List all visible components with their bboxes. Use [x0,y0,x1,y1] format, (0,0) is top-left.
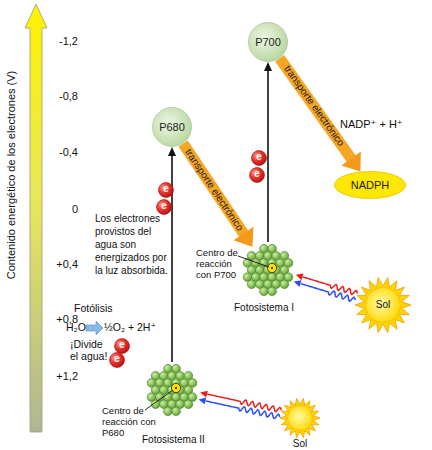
photosystem-cluster-shape [240,242,296,298]
sun-disc [366,288,401,323]
arrow-head [296,273,304,280]
electron: e [156,199,172,215]
antenna-pigment [172,407,181,416]
reaction-center [267,263,276,272]
electron-ball [157,200,172,215]
electron-ball [110,353,125,368]
arrow-head [168,147,176,156]
antenna-pigment [280,280,289,289]
process-name: Fotólisis [74,302,113,315]
pigment-circle: P680 [152,107,192,147]
electron-ball [250,168,265,183]
axis-title: Contenido energético de los electrones (… [5,71,18,280]
edge-label: transporte electrónico [183,147,245,232]
photosystem-name: Fotosistema I [234,302,294,314]
excitation-arrow [264,62,272,242]
arrow-head [200,391,208,398]
electron-symbol: e [163,184,169,194]
electron-symbol: e [119,340,125,350]
electron-ball [159,183,174,198]
reaction-center-label: Centro de reacción con P700 [196,248,244,281]
arrow-shaft [183,144,244,235]
pigment-name: P700 [255,37,281,48]
arrow-head [294,280,302,287]
antenna-pigment [164,407,173,416]
photosystem-cluster: Centro de reacción con P700Fotosistema I [240,242,296,298]
reaction-center-dot [175,387,177,389]
electron-symbol: e [256,152,262,162]
photosystem-name: Fotosistema II [142,434,205,446]
note: Los electrones provistos del agua son en… [95,212,169,277]
formula: H₂O [66,321,86,334]
electron-symbol: e [254,169,260,179]
light-wave [301,284,356,302]
pigment-circle: P700 [248,22,288,62]
electron: e [114,338,130,354]
excitation-arrow [168,147,176,362]
arrow-head [264,62,272,71]
sun-shape [280,398,320,438]
leader-line [238,256,269,267]
axis-value: +1,2 [44,370,78,383]
electron-symbol: e [114,354,120,364]
product-name: NADPH [351,180,390,191]
sun-rays [355,277,411,332]
antenna-pigment [260,287,269,296]
sun: Sol [280,398,320,438]
energy-axis-arrow [25,4,47,432]
axis-value: -0,4 [44,146,78,159]
reaction-center-label: Centro de reacción con P680 [102,406,162,439]
edge-label: transporte electrónico [282,64,346,148]
reaction-center-dot [271,267,273,269]
product-oval [335,172,406,199]
photosystem-cluster: Centro de reacción con P680Fotosistema I… [144,362,200,418]
antenna-pigment [268,287,277,296]
electron-ball [115,339,130,354]
electron-ball [252,151,267,166]
pigment-disc [153,108,192,147]
sun-disc [288,406,313,431]
sun-rays [280,398,320,437]
light-wave [207,394,281,412]
formula: ½O₂ + 2H⁺ [104,321,156,334]
axis-value: -0,8 [44,90,78,103]
photosystem-cluster-shape [144,362,200,418]
arrow-shaft [280,58,352,160]
arrow-head [199,397,207,404]
antenna-pigment [247,280,256,289]
sun-label: Sol [376,300,390,310]
product-ellipse: NADPH [334,171,406,199]
photolysis-arrow [86,321,103,335]
leader-line [145,390,173,410]
axis-value: -1,2 [44,35,78,48]
light-arrow [294,273,357,301]
electron: e [109,352,125,368]
reaction-center-label: Sol [280,438,320,450]
light-wave [303,277,358,295]
electron: e [249,167,265,183]
arrow-shaft [267,70,269,242]
arrow-head [341,152,361,172]
reactant-label: NADP⁺ + H⁺ [340,118,403,131]
axis-value: 0 [44,203,78,216]
electron-transport-arrow [183,144,253,247]
note: ¡Divide el agua! [70,338,110,362]
sun: Sol [355,277,411,333]
electron: e [251,150,267,166]
pigment-disc [249,23,288,62]
electron: e [158,182,174,198]
antenna-pigment [184,400,193,409]
electron-symbol: e [161,201,167,211]
pigment-name: P680 [159,122,185,133]
reaction-center [171,383,180,392]
electron-transport-arrow [280,58,361,171]
axis-value: +0,4 [44,258,78,271]
light-arrow [199,391,282,419]
